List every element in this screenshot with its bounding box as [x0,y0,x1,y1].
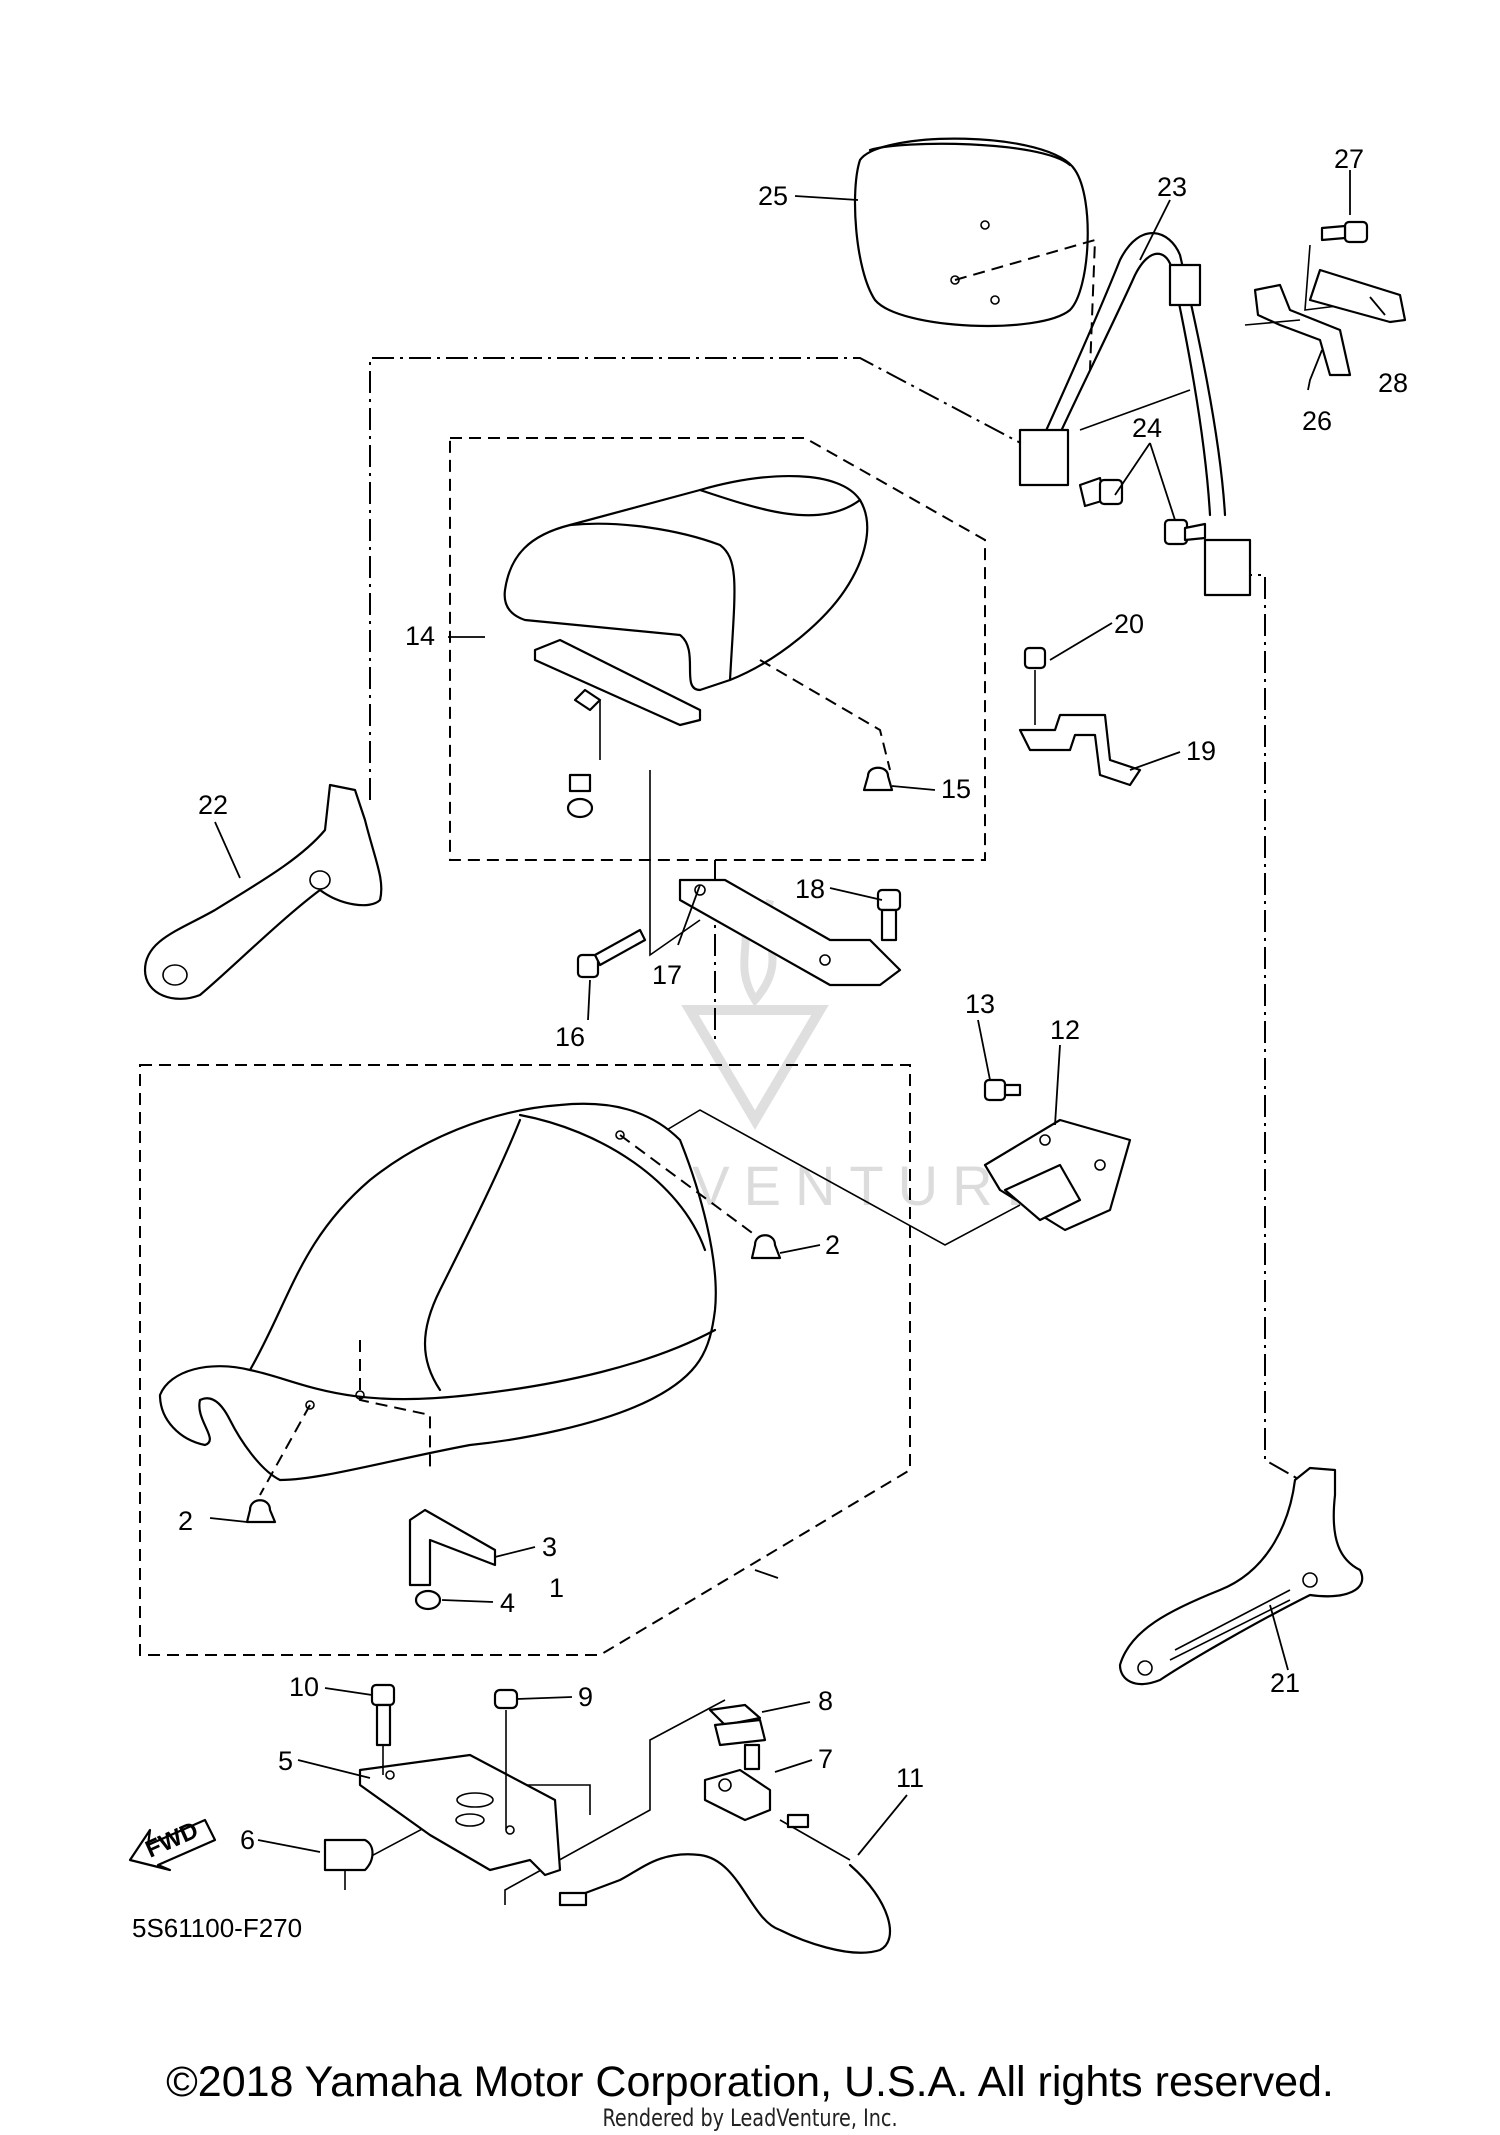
callout-12: 12 [1050,1015,1080,1045]
bolts-24 [1078,476,1207,546]
callout-2-upper: 2 [825,1230,840,1260]
callout-22: 22 [198,790,228,820]
callout-17: 17 [652,960,682,990]
passenger-seat [503,474,891,771]
nut-15 [862,766,894,792]
bolt-20 [1023,646,1047,725]
plate-5 [358,1753,562,1877]
bolt-27 [1320,220,1369,244]
callout-2-lower: 2 [178,1506,193,1536]
callout-10: 10 [289,1672,319,1702]
bracket-12 [983,1118,1132,1232]
callout-21: 21 [1270,1668,1300,1698]
callout-27: 27 [1334,144,1364,174]
callouts: 1 2 2 3 4 5 6 7 8 9 10 11 12 13 14 15 16… [178,144,1408,1855]
callout-1: 1 [549,1573,564,1603]
callout-8: 8 [818,1686,833,1716]
bracket-3 [408,1508,497,1587]
bracket-19 [1018,713,1142,787]
washer-nut-14 [566,773,594,819]
pad-28 [1308,268,1407,324]
callout-3: 3 [542,1532,557,1562]
leader-lines [209,170,1386,1856]
callout-18: 18 [795,874,825,904]
callout-6: 6 [240,1825,255,1855]
callout-9: 9 [578,1682,593,1712]
alignment-line-left [369,357,1031,800]
nut-4 [414,1589,442,1611]
callout-15: 15 [941,774,971,804]
nut-2-lower [245,1499,277,1524]
callout-23: 23 [1157,172,1187,202]
grab-bar-left [143,783,383,1000]
bracket-26 [1244,244,1352,377]
nut-2-upper [750,1234,782,1260]
guide-line-8 [504,1699,726,1905]
group-box-1 [139,1064,911,1656]
diagram-code: 5S61100-F270 [132,1913,302,1943]
callout-11: 11 [896,1763,924,1793]
bolt-10 [370,1683,396,1775]
callout-25: 25 [758,181,788,211]
backrest-pad [853,137,1097,371]
guide-line-12 [649,1109,1021,1246]
callout-14: 14 [405,621,435,651]
callout-7: 7 [818,1744,833,1774]
callout-20: 20 [1114,609,1144,639]
group-box-14 [449,437,986,861]
rider-seat [158,1102,756,1496]
bolt-18 [876,888,902,942]
seat-lock-7 [703,1743,772,1822]
plate-8 [708,1703,767,1747]
callout-16: 16 [555,1022,585,1052]
callout-28: 28 [1378,368,1408,398]
callout-24: 24 [1132,413,1162,443]
alignment-line-right [1230,574,1301,1481]
guide-line-17 [649,770,701,957]
bolt-16 [576,928,647,979]
bolt-13 [983,1078,1022,1102]
cable-11 [558,1813,892,1954]
callout-5: 5 [278,1746,293,1776]
nut-9 [493,1688,519,1830]
fwd-arrow: FWD [128,1817,217,1872]
backrest-bar [1018,232,1252,597]
callout-26: 26 [1302,406,1332,436]
callout-4: 4 [500,1588,515,1618]
callout-19: 19 [1186,736,1216,766]
grab-bar-right [1118,1466,1364,1686]
cover-6 [323,1838,374,1872]
rendered-by-notice: Rendered by LeadVenture, Inc. [602,2104,898,2132]
callout-13: 13 [965,989,995,1019]
copyright-notice: ©2018 Yamaha Motor Corporation, U.S.A. A… [166,2058,1334,2106]
